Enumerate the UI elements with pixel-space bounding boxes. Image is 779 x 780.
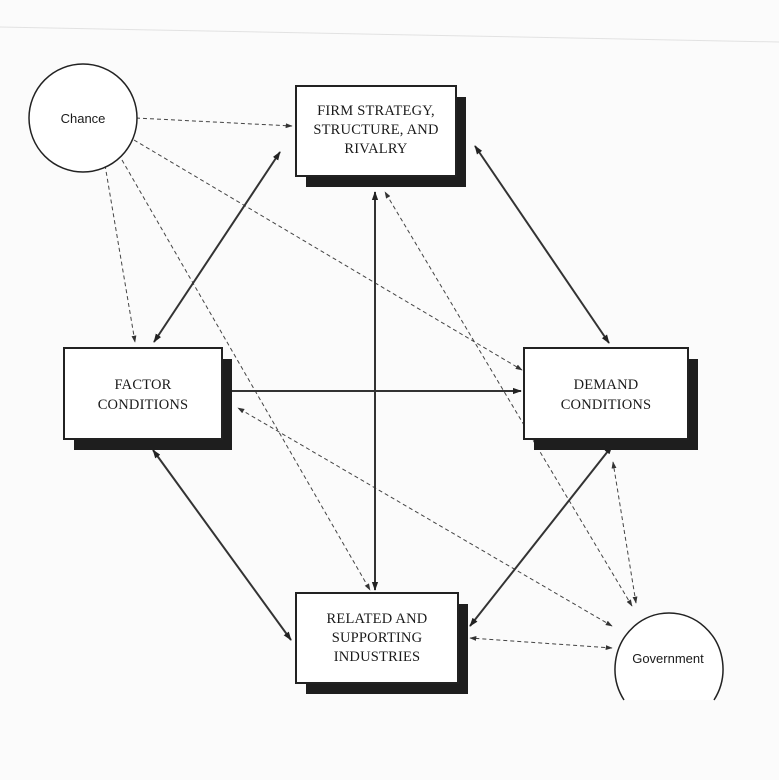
factor-conditions-box: FACTOR CONDITIONS xyxy=(63,347,232,450)
chance-to-factor-arrow xyxy=(104,164,137,343)
factor-conditions-line-1: FACTOR xyxy=(114,377,171,393)
firm-strategy-line-3: RIVALRY xyxy=(344,141,408,157)
firm-strategy-line-1: FIRM STRATEGY, xyxy=(317,103,435,119)
related-supporting-line-3: INDUSTRIES xyxy=(334,649,421,665)
chance-to-firm-arrow xyxy=(135,117,293,129)
government-demand-arrow xyxy=(611,461,638,604)
government-related-arrow xyxy=(469,635,613,651)
demand-conditions-line-2: CONDITIONS xyxy=(561,397,652,413)
related-supporting-line-1: RELATED AND xyxy=(327,611,428,627)
related-supporting-frame xyxy=(295,592,459,684)
factor-related-arrow xyxy=(152,449,292,641)
firm-strategy-box: FIRM STRATEGY, STRUCTURE, AND RIVALRY xyxy=(295,85,466,187)
chance-to-demand-arrow xyxy=(133,139,523,371)
chance-circle xyxy=(28,63,138,173)
related-supporting-line-2: SUPPORTING xyxy=(332,630,423,646)
demand-related-arrow xyxy=(469,445,613,627)
firm-strategy-frame xyxy=(295,85,457,177)
demand-conditions-frame xyxy=(523,347,689,440)
government-node: Government xyxy=(614,612,724,701)
related-supporting-box: RELATED AND SUPPORTING INDUSTRIES xyxy=(295,592,468,694)
demand-conditions-line-1: DEMAND xyxy=(574,377,639,393)
firm-strategy-line-2: STRUCTURE, AND xyxy=(313,122,438,138)
firm-factor-arrow xyxy=(153,151,281,343)
government-label: Government xyxy=(632,651,704,666)
chance-label: Chance xyxy=(61,111,106,126)
factor-conditions-line-2: CONDITIONS xyxy=(98,397,189,413)
chance-node: Chance xyxy=(28,63,138,173)
factor-conditions-frame xyxy=(63,347,223,440)
government-circle xyxy=(614,612,724,701)
solid-arrows xyxy=(152,145,613,641)
demand-conditions-box: DEMAND CONDITIONS xyxy=(523,347,698,450)
scan-artifact-line xyxy=(0,26,779,43)
firm-demand-arrow xyxy=(474,145,610,344)
